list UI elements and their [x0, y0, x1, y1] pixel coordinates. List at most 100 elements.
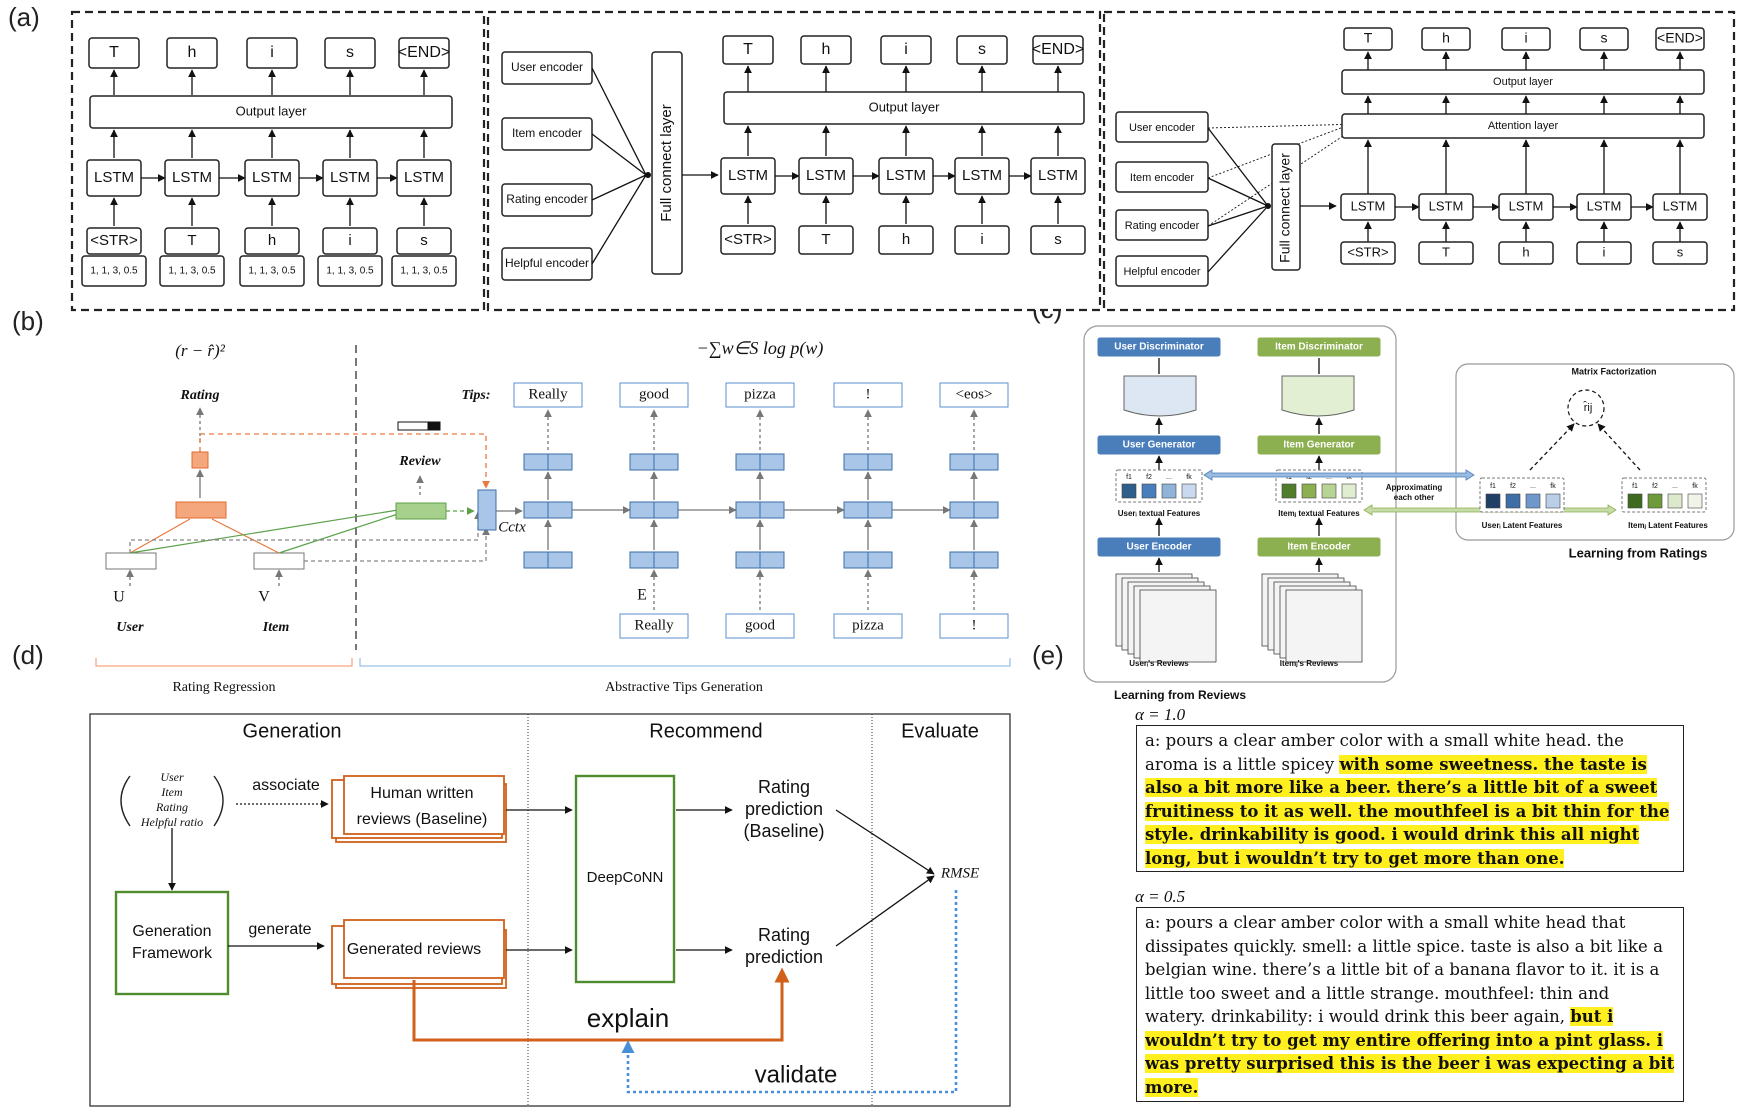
input-token: s: [1054, 231, 1062, 248]
E-symbol: E: [637, 587, 647, 604]
output-token-box: [324, 37, 376, 69]
item-latent-feature-name: f2: [1652, 483, 1658, 490]
lstm-box: [1030, 157, 1086, 195]
orange-link: [129, 518, 191, 554]
user-text-feature-group: [1115, 469, 1203, 503]
input-token-box: [720, 225, 776, 255]
review-alpha-1: a: pours a clear amber color with a smal…: [1136, 725, 1684, 872]
tip-input-box: [619, 613, 689, 639]
lstm-label: LSTM: [962, 167, 1002, 184]
attention-layer-label: Attention layer: [1488, 120, 1559, 132]
fc-box: [651, 51, 683, 275]
user-generator-box: [1097, 435, 1221, 455]
tip-output-box: [513, 382, 583, 408]
review-alpha-2: a: pours a clear amber color with a smal…: [1136, 907, 1684, 1102]
attr-text: 1, 1, 3, 0.5: [326, 266, 374, 277]
output-token-box: [88, 37, 140, 69]
output-token: <END>: [1032, 41, 1084, 58]
input-token-box: [1652, 241, 1708, 265]
user-latent-cell: [1525, 493, 1541, 509]
user-text-feature-feature-name: fk: [1186, 474, 1192, 481]
input-token: i: [348, 232, 351, 249]
output-token: i: [270, 44, 274, 61]
context-vector: [477, 489, 497, 531]
encoder-to-fc: [591, 133, 647, 176]
junction-dot: [1265, 203, 1271, 209]
input-token-box: [1498, 241, 1554, 265]
generated-review-box: [343, 919, 505, 979]
item-to-context-path: [304, 527, 490, 562]
encoder-label: Helpful encoder: [505, 256, 589, 270]
generation-header: Generation: [243, 720, 342, 742]
encoder-to-fc: [591, 174, 647, 201]
attr-text: 1, 1, 3, 0.5: [400, 266, 448, 277]
lstm-label: LSTM: [806, 167, 846, 184]
human-review-label-2: reviews (Baseline): [357, 811, 488, 828]
item-latent-cell: [1667, 493, 1683, 509]
input-token: i: [1603, 244, 1606, 259]
V-symbol: V: [258, 589, 270, 606]
output-token: h: [188, 44, 197, 61]
item-text-feature-label: Itemⱼ textual Features: [1278, 509, 1360, 518]
output-token-box: [956, 35, 1008, 65]
approx-label-1: Approximating: [1386, 483, 1443, 492]
mf-arrow-user: [1529, 423, 1575, 471]
deepconn-box: [574, 774, 676, 984]
tip-input-token: !: [972, 617, 977, 633]
user-text-feature-feature-name: f1: [1126, 474, 1132, 481]
validate-label: validate: [755, 1061, 838, 1088]
tip-output-token: pizza: [744, 386, 776, 402]
user-reviews-label: Userᵢ's Reviews: [1129, 659, 1189, 668]
input-token: <STR>: [1347, 244, 1388, 259]
user-latent-group: [1479, 477, 1565, 513]
green-link: [278, 511, 405, 554]
item-label: Item: [262, 620, 290, 635]
input-token-box: [396, 227, 452, 255]
input-token: h: [1522, 244, 1529, 259]
attr-box: [317, 255, 383, 287]
input-open-paren: [120, 775, 131, 827]
encoder-box: [1115, 111, 1209, 143]
output-token: <END>: [1657, 30, 1703, 46]
input-token-box: [798, 225, 854, 255]
rating-baseline-label: prediction: [745, 799, 823, 819]
output-token-box: [880, 35, 932, 65]
user-latent-cell: [1545, 493, 1561, 509]
green-link: [129, 509, 399, 554]
item-latent-cell: [1627, 493, 1643, 509]
attention-dotted-link: [1207, 123, 1361, 129]
output-token: T: [743, 41, 753, 58]
tips-generation-brace: [359, 658, 1011, 667]
item-text-feature-cell: [1281, 483, 1297, 499]
item-latent-cell: [1687, 493, 1703, 509]
output-layer-box: [89, 95, 453, 129]
item-encoder-label: Item Encoder: [1287, 542, 1350, 553]
encoder-to-fc: [591, 67, 647, 176]
orange-link: [211, 518, 280, 554]
panel-label-b: (b): [12, 306, 44, 336]
explain-label: explain: [587, 1003, 669, 1033]
rating-unit: [191, 451, 209, 469]
input-token-box: [244, 227, 300, 255]
output-token-box: [246, 37, 298, 69]
output-token: s: [346, 44, 354, 61]
review-1-plain: a: pours a clear amber color with a smal…: [1145, 731, 1624, 774]
input-token: <STR>: [724, 231, 772, 248]
user-text-feature-cell: [1141, 483, 1157, 499]
user-generated-doc: [1123, 375, 1197, 417]
user-discriminator-label: User Discriminator: [1114, 342, 1204, 353]
tips-loss-formula: −∑w∈S log p(w): [697, 338, 824, 359]
tip-input-box: [939, 613, 1009, 639]
output-token-box: [1501, 27, 1551, 51]
input-token-box: [954, 225, 1010, 255]
item-latent-group: [1621, 477, 1707, 513]
attr-box: [391, 255, 457, 287]
rating-label: Rating: [180, 388, 220, 403]
associate-label: associate: [252, 777, 320, 794]
lstm-label: LSTM: [94, 169, 134, 186]
output-token: <END>: [398, 44, 450, 61]
tip-output-box: [619, 382, 689, 408]
user-latent-feature-name: fk: [1550, 483, 1556, 490]
user-latent-cell: [1485, 493, 1501, 509]
output-token-box: [398, 37, 450, 69]
